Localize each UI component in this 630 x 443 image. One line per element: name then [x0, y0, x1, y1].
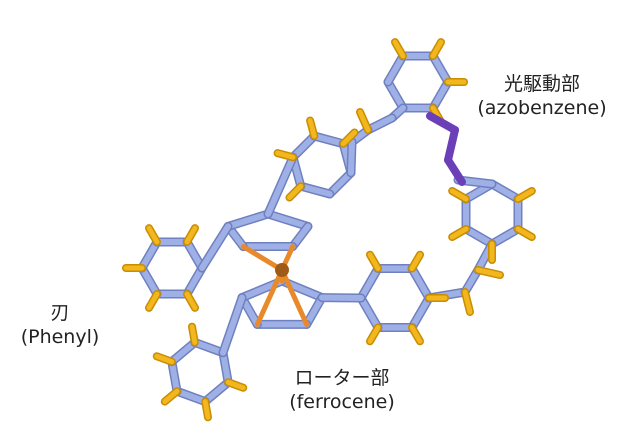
ring-azo-top-bond-0: [430, 79, 451, 111]
chain-h2: [462, 289, 473, 315]
chain-a4: [347, 139, 355, 176]
chain-h3: [475, 267, 503, 278]
ring-azo-right-h-5: [515, 188, 535, 202]
link-blade-cp: [199, 223, 232, 271]
ring-azo-right-bond-0: [489, 226, 521, 247]
ring-bottom-bond-2: [168, 358, 181, 395]
ring-lower-right-h-1: [409, 324, 423, 344]
ring-upper-mid-bond-0: [326, 169, 354, 197]
ring-bottom-bond-0: [202, 379, 232, 405]
ring-lower-right-h-2: [367, 324, 381, 344]
label-blade-jp: 刃: [50, 302, 70, 324]
azo-and-iron-layer: [240, 112, 466, 327]
link-bottom-cp: [219, 294, 246, 356]
ring-bottom-h-3: [154, 353, 175, 365]
cp-bottom-bond-1: [303, 294, 325, 328]
ring-upper-mid-h-3: [275, 150, 296, 160]
ring-bottom-h-0: [225, 379, 246, 391]
azo-bond-2: [444, 126, 459, 164]
fe-bond-3: [279, 267, 310, 327]
ring-blade-left-h-2: [146, 291, 160, 311]
ring-bottom-h-4: [189, 324, 198, 345]
hydrogen-layer: [122, 38, 536, 422]
ring-azo-right-bond-4: [489, 181, 521, 202]
ring-azo-right-h-3: [449, 188, 469, 202]
ring-azo-top-bond-2: [385, 79, 406, 111]
cp-top-bond-0: [265, 211, 311, 230]
ring-bottom-h-1: [202, 399, 211, 420]
fe-bond-4: [254, 267, 285, 327]
label-blade-en: (Phenyl): [20, 326, 100, 348]
ring-lower-right-h-5: [409, 252, 423, 272]
label-photo-drive-unit: 光駆動部 (azobenzene): [462, 72, 622, 120]
cp-top-bond-4: [225, 211, 271, 230]
ring-azo-top-bond-3: [385, 53, 406, 85]
ring-upper-mid-bond-3: [290, 133, 318, 161]
ring-upper-mid-h-4: [307, 118, 317, 139]
ring-blade-left-h-1: [184, 291, 198, 311]
ring-bottom-bond-5: [219, 349, 232, 386]
ring-upper-mid-h-5: [340, 129, 358, 147]
ring-blade-left-bond-3: [139, 239, 160, 271]
label-blade: 刃 (Phenyl): [0, 301, 120, 349]
ring-upper-mid-bond-1: [297, 183, 333, 197]
ring-lower-right-bond-0: [409, 295, 432, 331]
ring-lower-right-bond-2: [358, 295, 381, 331]
label-rotor-jp: ローター部: [294, 367, 390, 389]
ring-blade-left-bond-0: [184, 265, 205, 297]
ring-azo-top-bond-5: [430, 53, 451, 85]
iron-atom: [275, 263, 289, 277]
chain-h1: [357, 109, 371, 133]
ring-lower-right-bond-3: [358, 265, 381, 301]
ring-blade-left-h-4: [146, 225, 160, 245]
ring-bottom-h-2: [162, 388, 180, 405]
ring-azo-right-h-0: [515, 226, 535, 240]
ring-bottom-bond-4: [191, 339, 226, 356]
ring-azo-top-h-4: [392, 39, 406, 59]
ring-azo-right-h-2: [449, 226, 469, 240]
ring-blade-left-h-5: [184, 225, 198, 245]
fe-bond-1: [240, 244, 285, 273]
label-rotor: ローター部 (ferrocene): [262, 366, 422, 414]
ring-bottom-bond-3: [168, 339, 198, 365]
ring-upper-mid-bond-4: [311, 133, 347, 147]
ring-bottom-bond-1: [174, 388, 209, 405]
ring-lower-right-h-4: [367, 252, 381, 272]
ring-upper-mid-h-2: [286, 183, 304, 201]
ring-azo-top-h-5: [430, 39, 444, 59]
label-photo-drive-unit-jp: 光駆動部: [503, 73, 580, 95]
azo-bond-3: [444, 156, 466, 186]
label-rotor-en: (ferrocene): [289, 391, 395, 413]
bond-layer: [137, 51, 523, 407]
ring-blade-left-bond-2: [139, 265, 160, 297]
ring-lower-right-bond-5: [409, 265, 432, 301]
link-upper-cp: [265, 154, 297, 217]
ring-azo-right-bond-1: [463, 226, 495, 247]
azo-bond-1: [426, 112, 459, 134]
label-photo-drive-unit-en: (azobenzene): [477, 97, 607, 119]
